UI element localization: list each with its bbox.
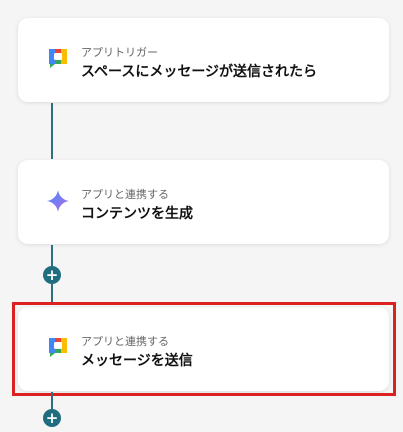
flow-connector (51, 282, 53, 303)
add-step-button[interactable]: + (43, 409, 61, 427)
google-chat-icon (49, 338, 67, 357)
step-title: スペースにメッセージが送信されたら (81, 64, 318, 80)
gemini-sparkle-icon (47, 190, 69, 212)
trigger-step-card[interactable]: アプリトリガー スペースにメッセージが送信されたら (18, 18, 389, 102)
step-type-label: アプリトリガー (81, 46, 158, 59)
step-type-label: アプリと連携する (81, 335, 169, 348)
flow-connector (51, 245, 53, 269)
step-title: コンテンツを生成 (81, 206, 193, 222)
step-title: メッセージを送信 (81, 353, 193, 369)
flow-connector (51, 392, 53, 410)
generate-content-step-card[interactable]: アプリと連携する コンテンツを生成 (18, 160, 389, 244)
add-step-button[interactable]: + (43, 266, 61, 284)
google-chat-icon (49, 49, 67, 68)
flow-connector (51, 103, 53, 159)
step-type-label: アプリと連携する (81, 188, 169, 201)
send-message-step-card[interactable]: アプリと連携する メッセージを送信 (18, 307, 389, 391)
